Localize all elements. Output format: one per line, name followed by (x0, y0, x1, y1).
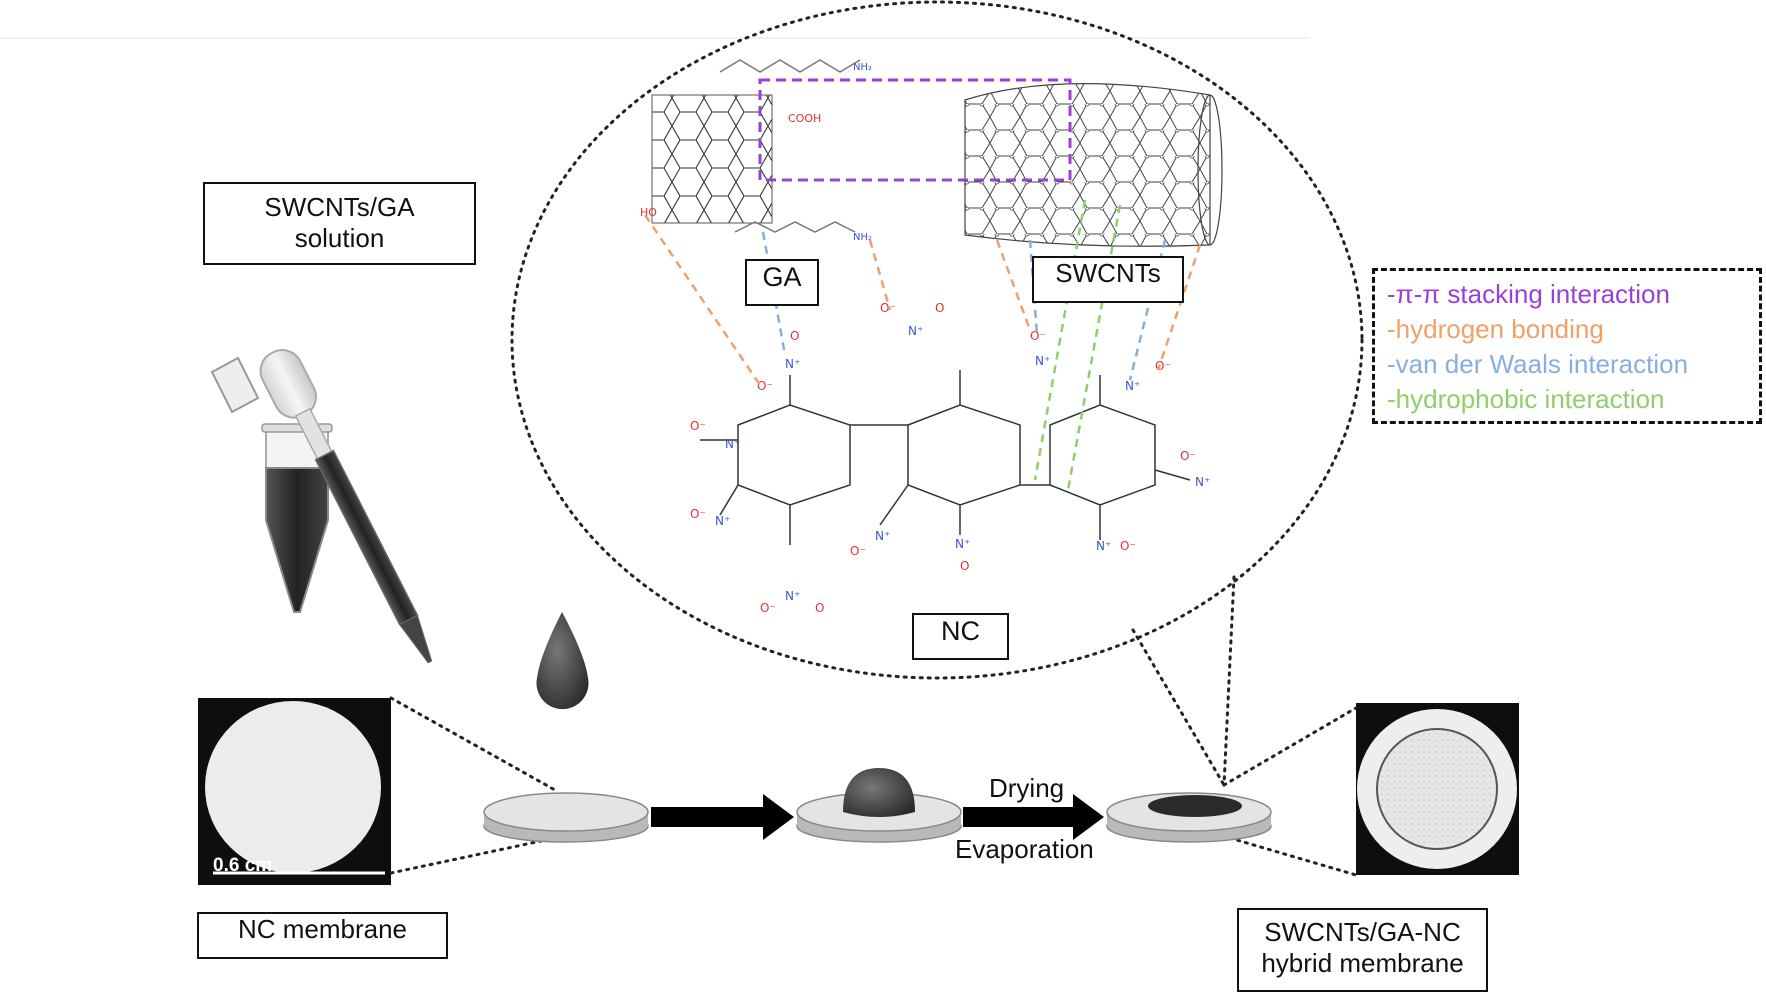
drop-on-plate-icon (843, 768, 915, 817)
zoom-leader-1 (1131, 628, 1226, 787)
drying-label: Drying (989, 773, 1065, 803)
swcnts-label: SWCNTs (1055, 258, 1161, 288)
nitrate-n-1: N⁺ (785, 357, 800, 371)
droplet-icon (536, 612, 589, 710)
hbond-line-2 (868, 239, 892, 311)
hybrid-membrane-label-box: SWCNTs/GA-NC hybrid membrane (1237, 908, 1488, 992)
process-arrows (651, 794, 1104, 840)
dried-film-icon (1148, 795, 1242, 817)
evaporation-label: Evaporation (955, 834, 1094, 864)
hybrid-label-line1: SWCNTs/GA-NC (1264, 917, 1461, 947)
vdw-line-3 (1128, 239, 1167, 381)
nitrate-n-2: N⁺ (908, 324, 923, 338)
plate-2-icon (796, 768, 962, 843)
nitrate-o-11: O⁻ (1120, 539, 1136, 553)
swcnt-tube (964, 83, 1223, 247)
graphene-fragment (651, 59, 861, 233)
nc-chain (700, 370, 1191, 545)
nitrate-o-14: O (815, 601, 824, 615)
hbond-line-3 (995, 239, 1032, 331)
pipette-icon (259, 349, 589, 710)
solution-label-box: SWCNTs/GA solution (203, 182, 476, 265)
hydrophobic-line-1 (1033, 199, 1087, 481)
nitrate-n-3: N⁺ (1035, 354, 1050, 368)
legend-item-pi-stacking: -π-π stacking interaction (1387, 279, 1670, 309)
legend-item-hydrogen-bonding: -hydrogen bonding (1387, 314, 1604, 344)
hydroxyl-label: HO (640, 206, 657, 219)
glucose-ring-2 (907, 404, 1021, 506)
legend-item-hydrophobic: -hydrophobic interaction (1387, 384, 1665, 414)
hbond-line-4 (1156, 244, 1202, 371)
nitrate-o-7: O⁻ (690, 419, 706, 433)
nitrate-n-7: N⁺ (875, 529, 890, 543)
photo-leaders (389, 696, 1358, 877)
plate-1-icon (483, 792, 649, 843)
nitrate-o-1: O⁻ (757, 379, 773, 393)
zoom-ellipse (510, 0, 1364, 680)
nitrate-n-6: N⁺ (715, 514, 730, 528)
solution-label-line2: solution (294, 223, 385, 254)
nc-label-box: NC (912, 613, 1009, 660)
ga-label: GA (762, 262, 802, 292)
arrow-right-icon-2 (963, 794, 1104, 840)
nc-membrane-label: NC membrane (237, 914, 408, 944)
nitrate-atoms: N⁺ O⁻ O N⁺ O⁻ O N⁺ O⁻ N⁺ O⁻ N⁺ O⁻ N⁺ O⁻ … (690, 301, 1210, 615)
interaction-lines (643, 199, 1202, 491)
legend-item-van-der-waals: -van der Waals interaction (1387, 349, 1689, 379)
amine-label-bottom: NH₂ (853, 232, 872, 243)
nitrate-o-3: O⁻ (880, 301, 896, 315)
pi-stacking-box (758, 78, 1072, 182)
carboxyl-label: COOH (788, 112, 821, 125)
solution-label-line1: SWCNTs/GA (264, 192, 415, 222)
interaction-legend: -π-π stacking interaction -hydrogen bond… (1372, 268, 1762, 424)
nitrate-o-2: O (790, 329, 799, 343)
arrow-right-icon (651, 794, 794, 840)
swcnts-label-box: SWCNTs (1032, 256, 1184, 303)
plate-3-icon (1106, 792, 1272, 843)
hybrid-label-line2: hybrid membrane (1261, 948, 1464, 979)
nitrate-n-4: N⁺ (1125, 379, 1140, 393)
nitrate-o-5: O⁻ (1030, 329, 1046, 343)
nitrate-n-11: N⁺ (785, 589, 800, 603)
nitrate-o-13: O⁻ (760, 601, 776, 615)
ga-chain-bottom (734, 221, 856, 233)
nc-membrane-photo (198, 698, 391, 885)
nitrate-o-10: O (960, 559, 969, 573)
glucose-ring-1 (737, 404, 851, 506)
amine-label-top: NH₂ (853, 62, 872, 73)
hbond-line-1 (643, 214, 762, 386)
nitrate-o-6: O⁻ (1155, 359, 1171, 373)
nitrate-n-9: N⁺ (1096, 539, 1111, 553)
hydrophobic-line-2 (1066, 204, 1122, 491)
nitrate-o-12: O⁻ (1180, 449, 1196, 463)
scale-bar-label: 0.6 cm (213, 855, 273, 876)
zoom-leader-2 (1222, 575, 1236, 787)
nitrate-n-8: N⁺ (955, 537, 970, 551)
nitrate-o-8: O⁻ (690, 507, 706, 521)
glucose-ring-3 (1049, 404, 1156, 506)
ga-chain-top (719, 59, 861, 73)
nc-membrane-label-box: NC membrane (197, 912, 448, 959)
nitrate-n-5: N⁺ (725, 437, 740, 451)
nitrate-o-9: O⁻ (850, 544, 866, 558)
nc-label: NC (941, 616, 980, 646)
nitrate-o-4: O (935, 301, 944, 315)
hybrid-membrane-photo (1356, 703, 1519, 875)
ga-label-box: GA (745, 259, 819, 306)
nitrate-n-10: N⁺ (1195, 475, 1210, 489)
